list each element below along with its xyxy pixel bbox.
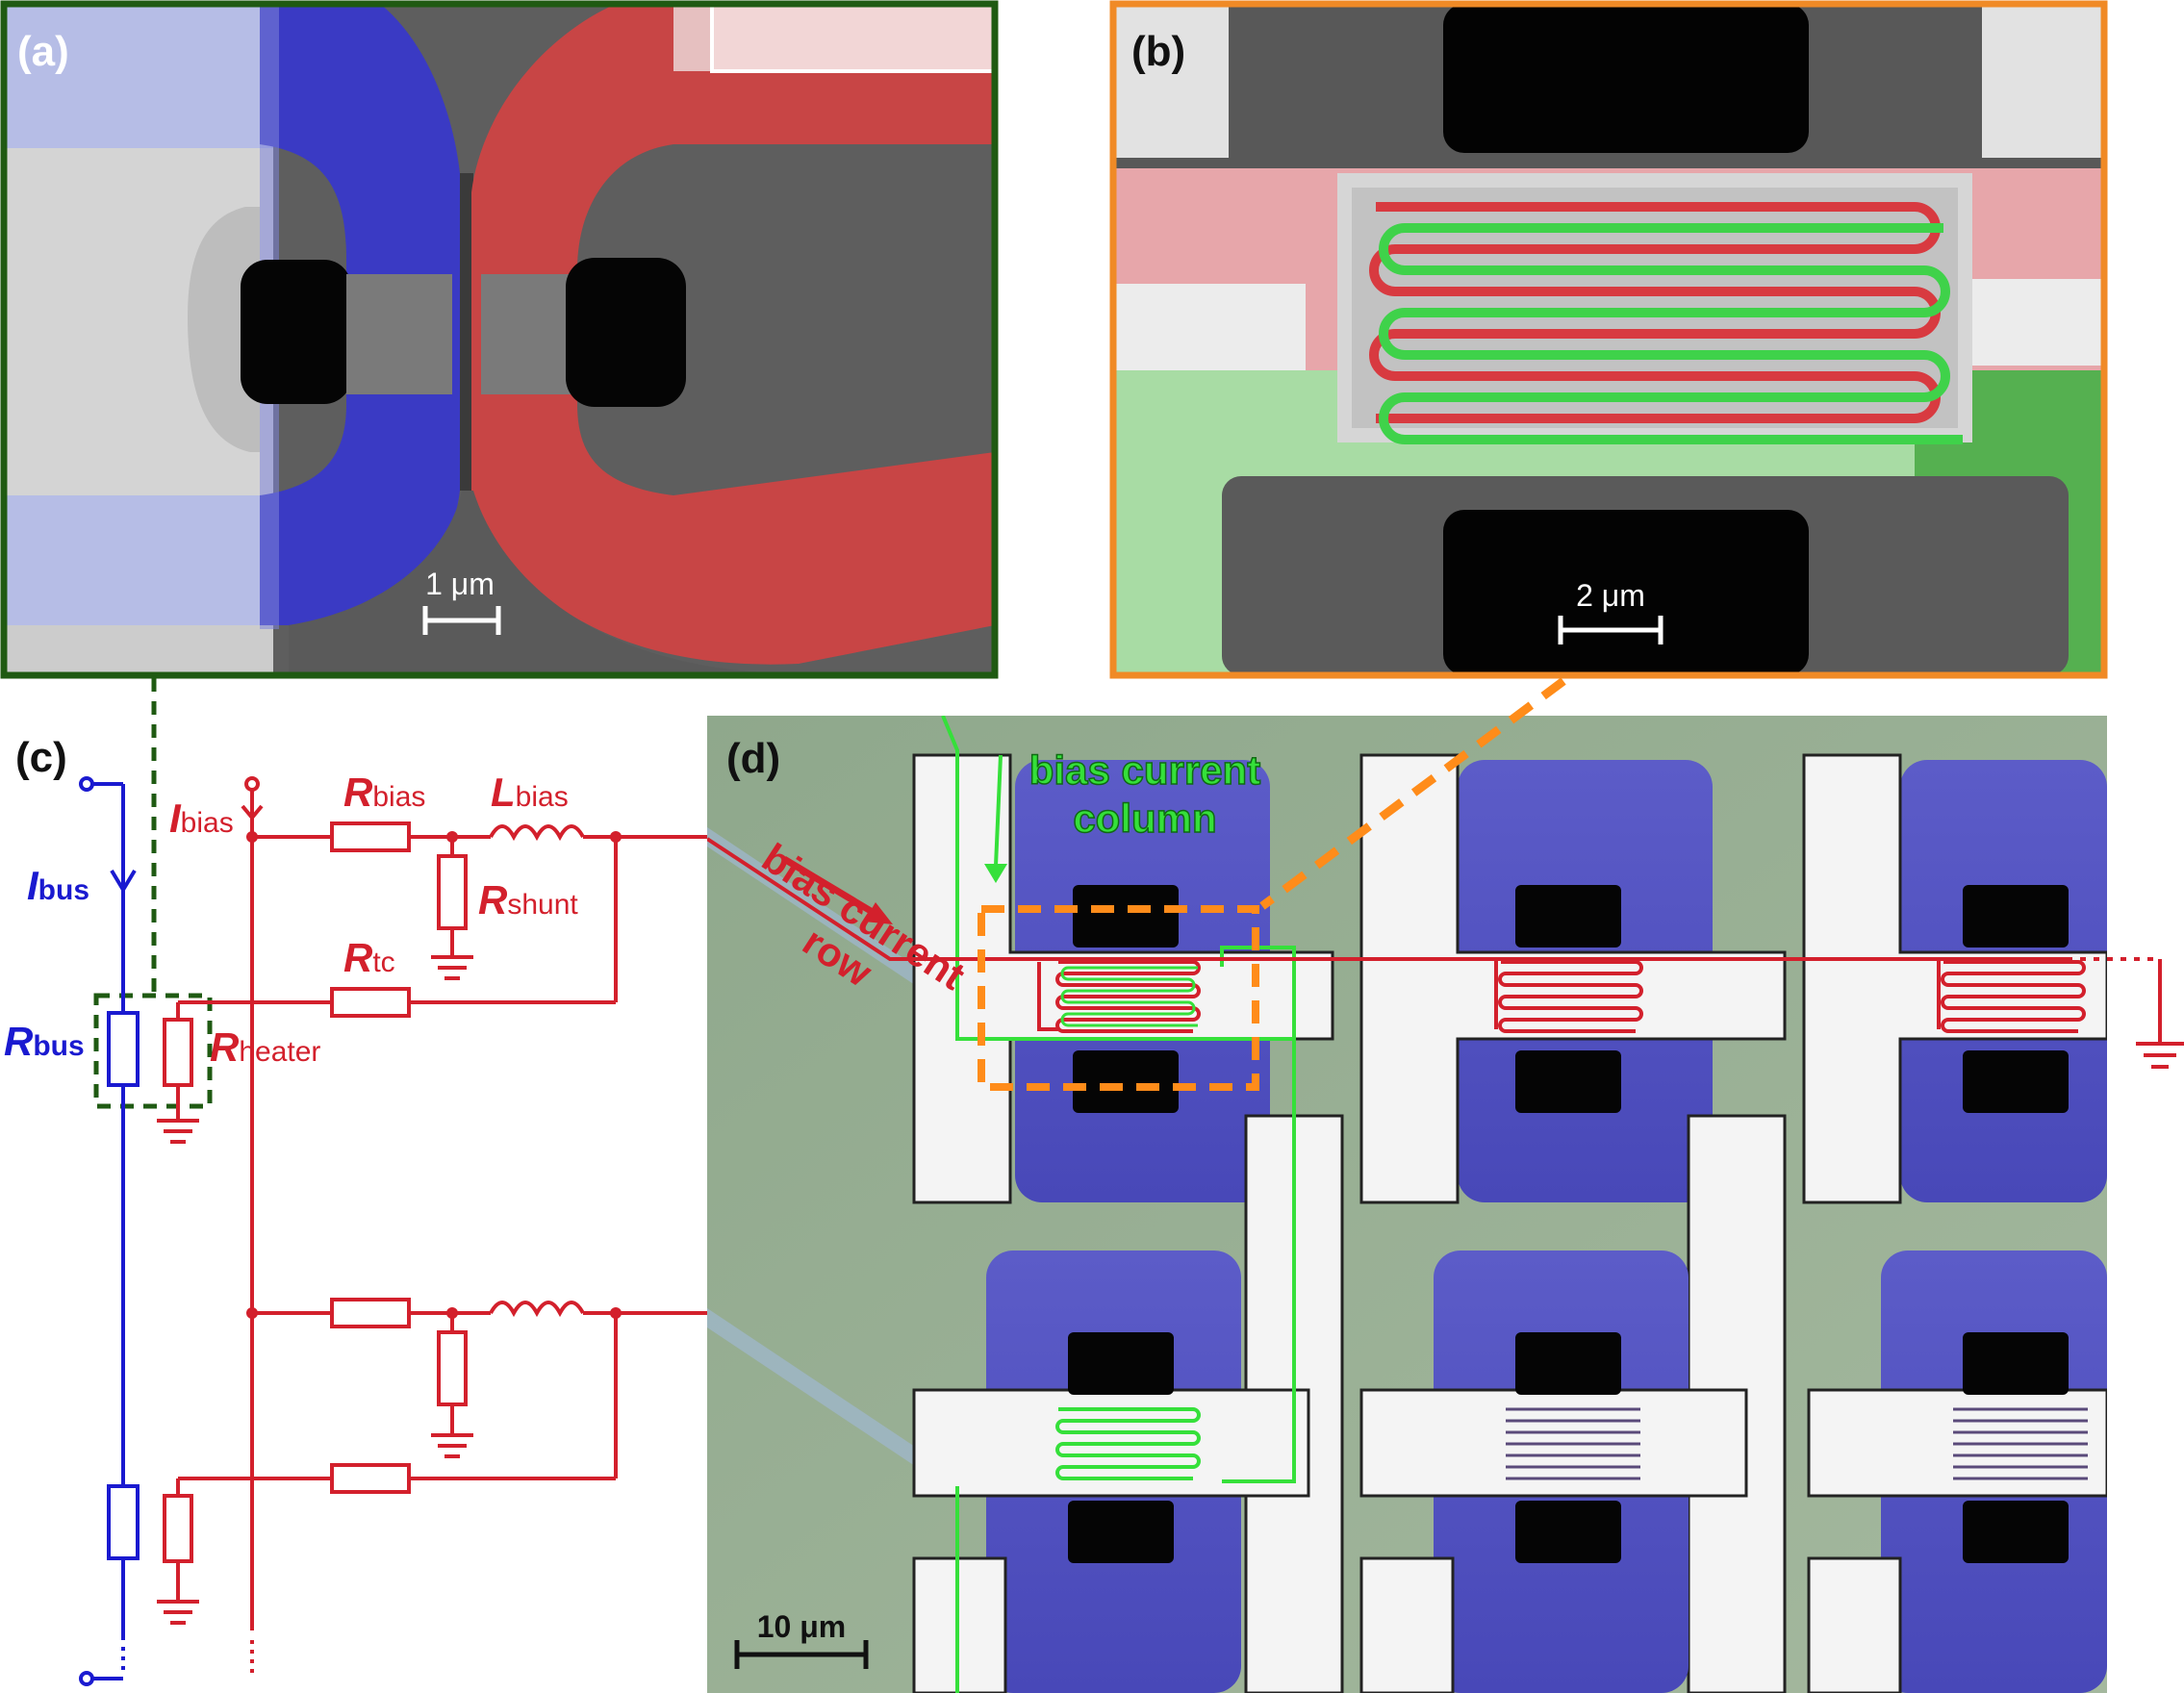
bottom-row-cells (912, 1251, 2107, 1693)
bias-column-label-line2: column (1073, 796, 1216, 841)
panel-a-scale-label: 1 μm (425, 567, 495, 601)
row-ground-right (2107, 957, 2184, 1069)
panel-b-scale-label: 2 μm (1576, 578, 1645, 613)
label-r-shunt: Rshunt (478, 877, 578, 922)
zoom-connector-b (1259, 677, 1566, 910)
panel-a-letter: (a) (17, 28, 69, 75)
panel-a: (a) 1 μm (0, 0, 999, 679)
label-r-tc: Rtc (343, 935, 395, 980)
panel-c: (c) (4, 678, 707, 1686)
panel-b: (b) 2 μm (1109, 0, 2108, 679)
label-r-bus: Rbus (4, 1019, 85, 1064)
panel-d-scale-label: 10 μm (757, 1609, 847, 1644)
bias-column-path (941, 716, 1296, 1693)
label-r-bias: Rbias (343, 770, 425, 815)
bias-row-path (707, 837, 2107, 1031)
bias-network (157, 776, 707, 1679)
panel-d-letter: (d) (726, 735, 780, 782)
panel-d: (d) 10 μm bias current column bias curre… (707, 716, 2107, 1693)
label-i-bias: Ibias (169, 796, 234, 841)
label-l-bias: Lbias (491, 770, 569, 815)
panel-b-letter: (b) (1131, 28, 1185, 75)
panel-c-letter: (c) (15, 734, 67, 781)
bus-line (79, 776, 140, 1686)
label-r-heater: Rheater (210, 1024, 320, 1070)
bias-column-label-line1: bias current (1029, 747, 1260, 793)
label-i-bus: Ibus (27, 863, 89, 908)
